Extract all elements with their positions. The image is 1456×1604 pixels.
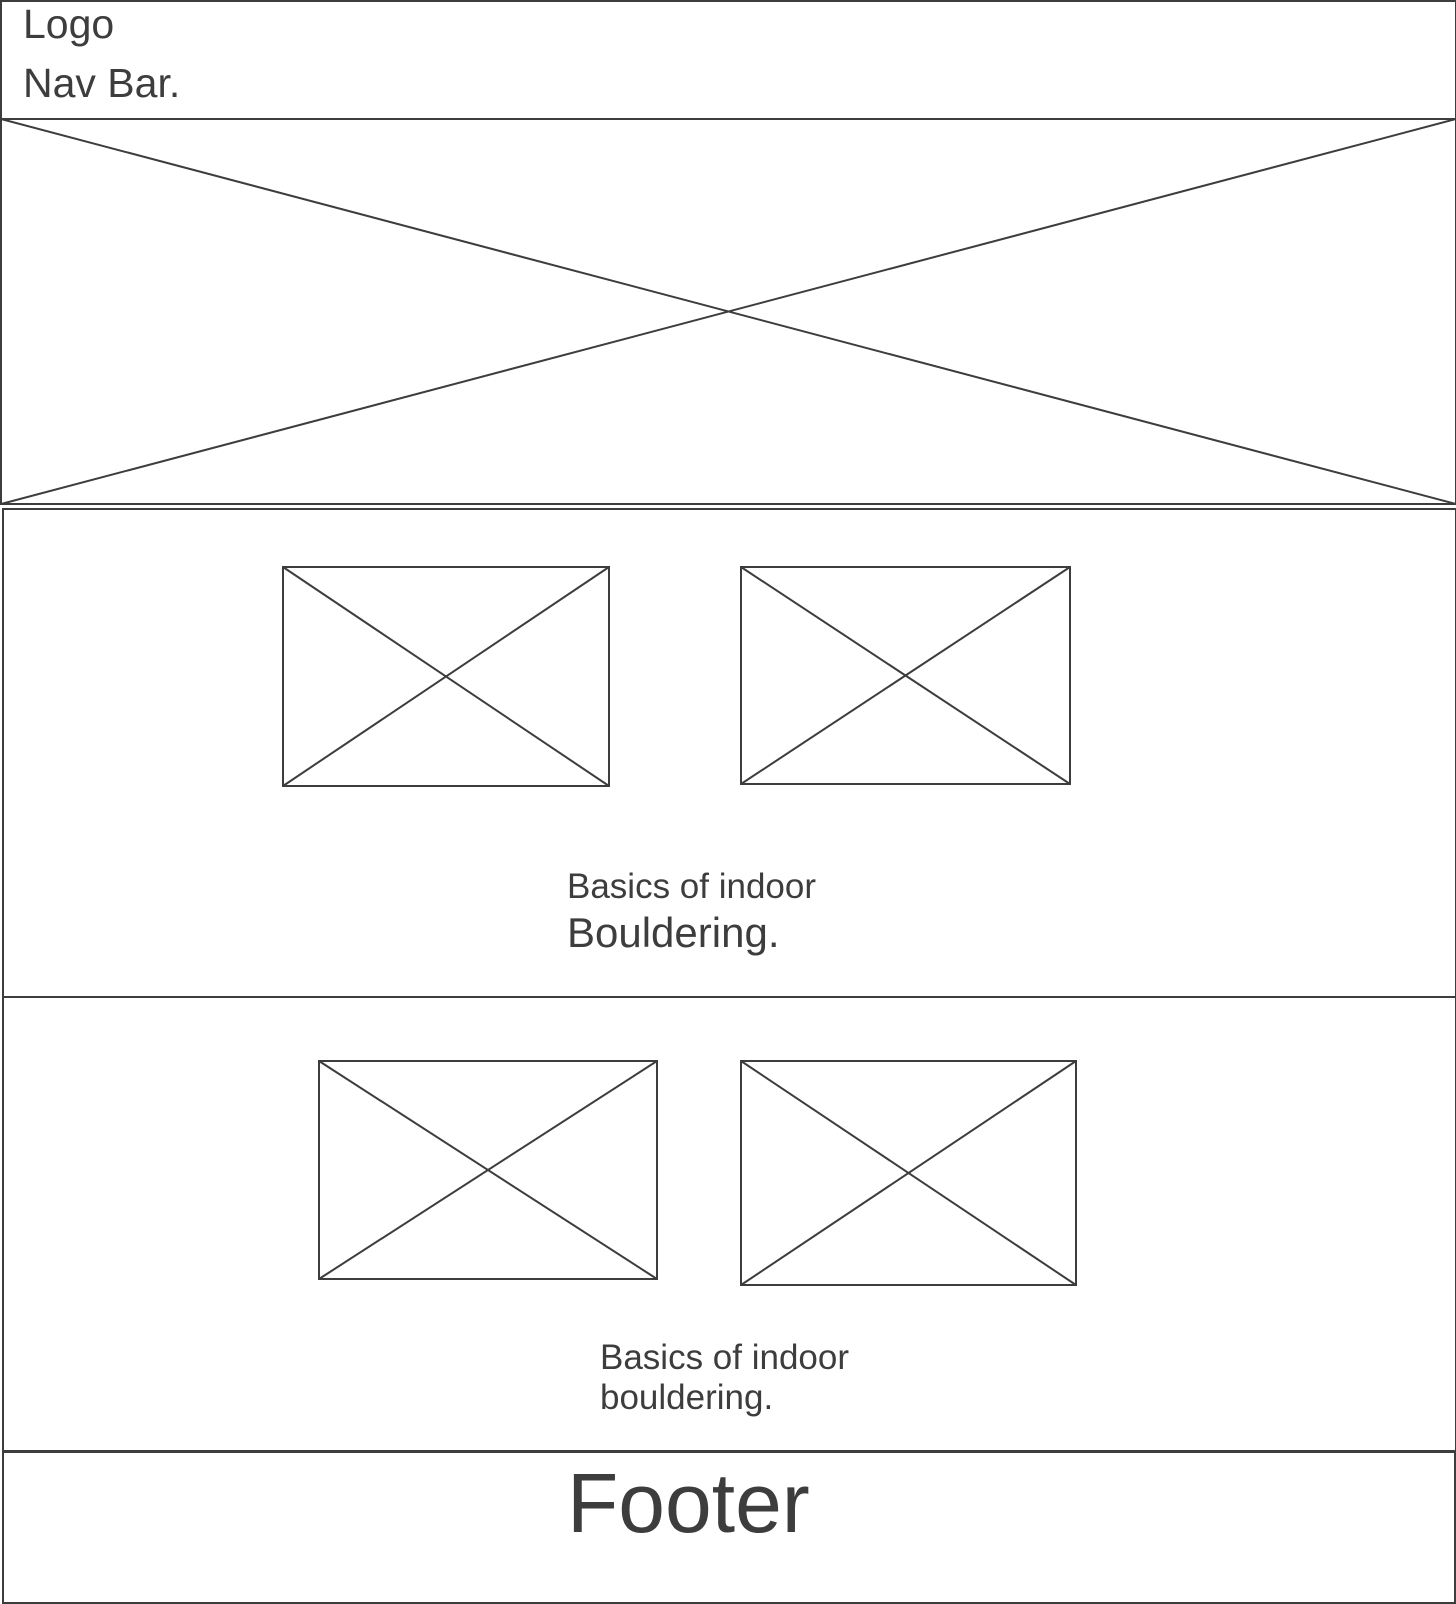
section-1-image-left bbox=[282, 566, 610, 787]
section-2-caption-line-1: Basics of indoor bbox=[600, 1338, 850, 1377]
logo-label: Logo bbox=[23, 1, 115, 47]
nav-bar-label: Nav Bar. bbox=[23, 60, 181, 106]
section-2-image-right bbox=[740, 1060, 1077, 1286]
section-2-caption-line-2: bouldering. bbox=[600, 1378, 774, 1417]
section-1-caption-line-2: Bouldering. bbox=[567, 909, 780, 956]
hero-image-placeholder bbox=[0, 118, 1456, 505]
footer-box bbox=[2, 1450, 1456, 1604]
section-1-caption-line-1: Basics of indoor bbox=[567, 867, 817, 906]
footer-label: Footer bbox=[567, 1456, 810, 1550]
section-2-image-left bbox=[318, 1060, 658, 1280]
header-box bbox=[0, 0, 1456, 120]
section-1-image-right bbox=[740, 566, 1071, 785]
